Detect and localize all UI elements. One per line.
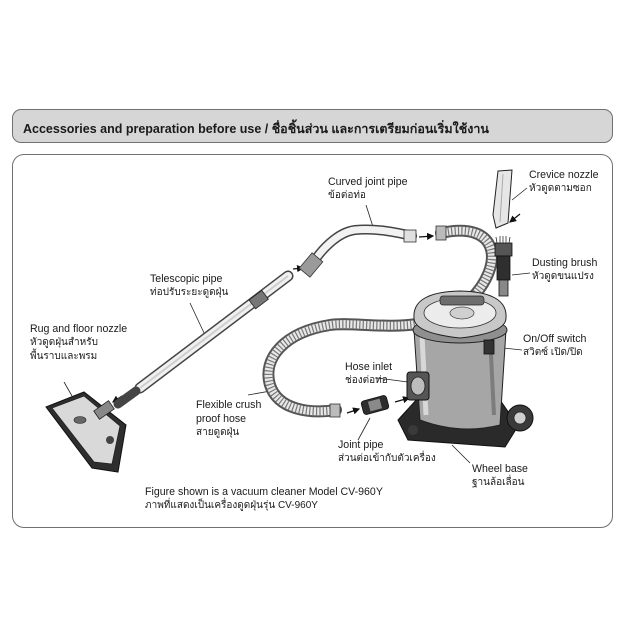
label-crevice-nozzle: Crevice nozzle หัวดูดตามซอก	[529, 168, 598, 196]
curved-joint-pipe	[298, 224, 417, 278]
label-crevice-nozzle-en: Crevice nozzle	[529, 169, 599, 181]
section-title: Accessories and preparation before use /…	[23, 119, 489, 139]
label-curved-joint-pipe: Curved joint pipe ข้อต่อท่อ	[328, 175, 408, 203]
joint-pipe-part	[360, 395, 390, 415]
label-hose-inlet-en: Hose inlet	[345, 361, 393, 373]
figure-caption: Figure shown is a vacuum cleaner Model C…	[145, 485, 383, 513]
label-flexible-hose-en2: proof hose	[196, 413, 247, 425]
label-flexible-hose-en1: Flexible crush	[196, 399, 262, 411]
label-telescopic-pipe-th: ท่อปรับระยะดูดฝุ่น	[150, 287, 229, 298]
arrow-icon	[394, 396, 411, 404]
label-telescopic-pipe: Telescopic pipe ท่อปรับระยะดูดฝุ่น	[150, 272, 228, 300]
label-wheel-base-en: Wheel base	[472, 463, 528, 475]
label-dusting-brush-th: หัวดูดขนแปรง	[532, 271, 594, 282]
label-wheel-base: Wheel base ฐานล้อเลื่อน	[472, 462, 528, 490]
label-crevice-nozzle-th: หัวดูดตามซอก	[529, 183, 592, 194]
arrow-icon	[418, 232, 435, 241]
diagram-panel	[12, 154, 613, 528]
telescopic-pipe	[113, 270, 294, 409]
section-title-en: Accessories and preparation before use	[23, 122, 262, 136]
label-on-off-switch-en: On/Off switch	[523, 333, 587, 345]
label-curved-joint-pipe-en: Curved joint pipe	[328, 176, 408, 188]
label-joint-pipe-en: Joint pipe	[338, 439, 384, 451]
label-rug-floor-nozzle-en: Rug and floor nozzle	[30, 323, 128, 335]
label-hose-inlet-th: ช่องต่อท่อ	[345, 375, 388, 386]
label-dusting-brush: Dusting brush หัวดูดขนแปรง	[532, 256, 597, 284]
label-curved-joint-pipe-th: ข้อต่อท่อ	[328, 190, 366, 201]
label-rug-floor-nozzle-th2: พื้นราบและพรม	[30, 351, 98, 362]
label-rug-floor-nozzle: Rug and floor nozzle หัวดูดฝุ่นสำหรับ พื…	[30, 322, 127, 364]
figure-caption-en: Figure shown is a vacuum cleaner Model C…	[145, 486, 383, 498]
label-on-off-switch-th: สวิตซ์ เปิด/ปิด	[523, 347, 583, 358]
vacuum-body	[397, 290, 534, 448]
crevice-nozzle	[492, 169, 513, 229]
arrow-icon	[346, 407, 361, 415]
flexible-hose	[262, 224, 498, 418]
label-joint-pipe-th: ส่วนต่อเข้ากับตัวเครื่อง	[338, 453, 436, 464]
label-joint-pipe: Joint pipe ส่วนต่อเข้ากับตัวเครื่อง	[338, 438, 436, 466]
section-title-separator: /	[261, 122, 272, 136]
figure-caption-th: ภาพที่แสดงเป็นเครื่องดูดฝุ่นรุ่น CV-960Y	[145, 500, 318, 511]
label-dusting-brush-en: Dusting brush	[532, 257, 598, 269]
label-hose-inlet: Hose inlet ช่องต่อท่อ	[345, 360, 392, 388]
label-telescopic-pipe-en: Telescopic pipe	[150, 273, 223, 285]
arrow-icon	[509, 213, 521, 223]
floor-nozzle	[45, 391, 127, 473]
label-wheel-base-th: ฐานล้อเลื่อน	[472, 477, 525, 488]
label-flexible-hose: Flexible crush proof hose สายดูดฝุ่น	[196, 398, 261, 440]
dusting-brush	[494, 236, 513, 297]
label-on-off-switch: On/Off switch สวิตซ์ เปิด/ปิด	[523, 332, 586, 360]
label-flexible-hose-th: สายดูดฝุ่น	[196, 427, 240, 438]
section-title-th: ชื่อชิ้นส่วน และการเตรียมก่อนเริ่มใช้งาน	[271, 122, 489, 136]
section-header: Accessories and preparation before use /…	[12, 109, 613, 143]
label-rug-floor-nozzle-th1: หัวดูดฝุ่นสำหรับ	[30, 337, 98, 348]
